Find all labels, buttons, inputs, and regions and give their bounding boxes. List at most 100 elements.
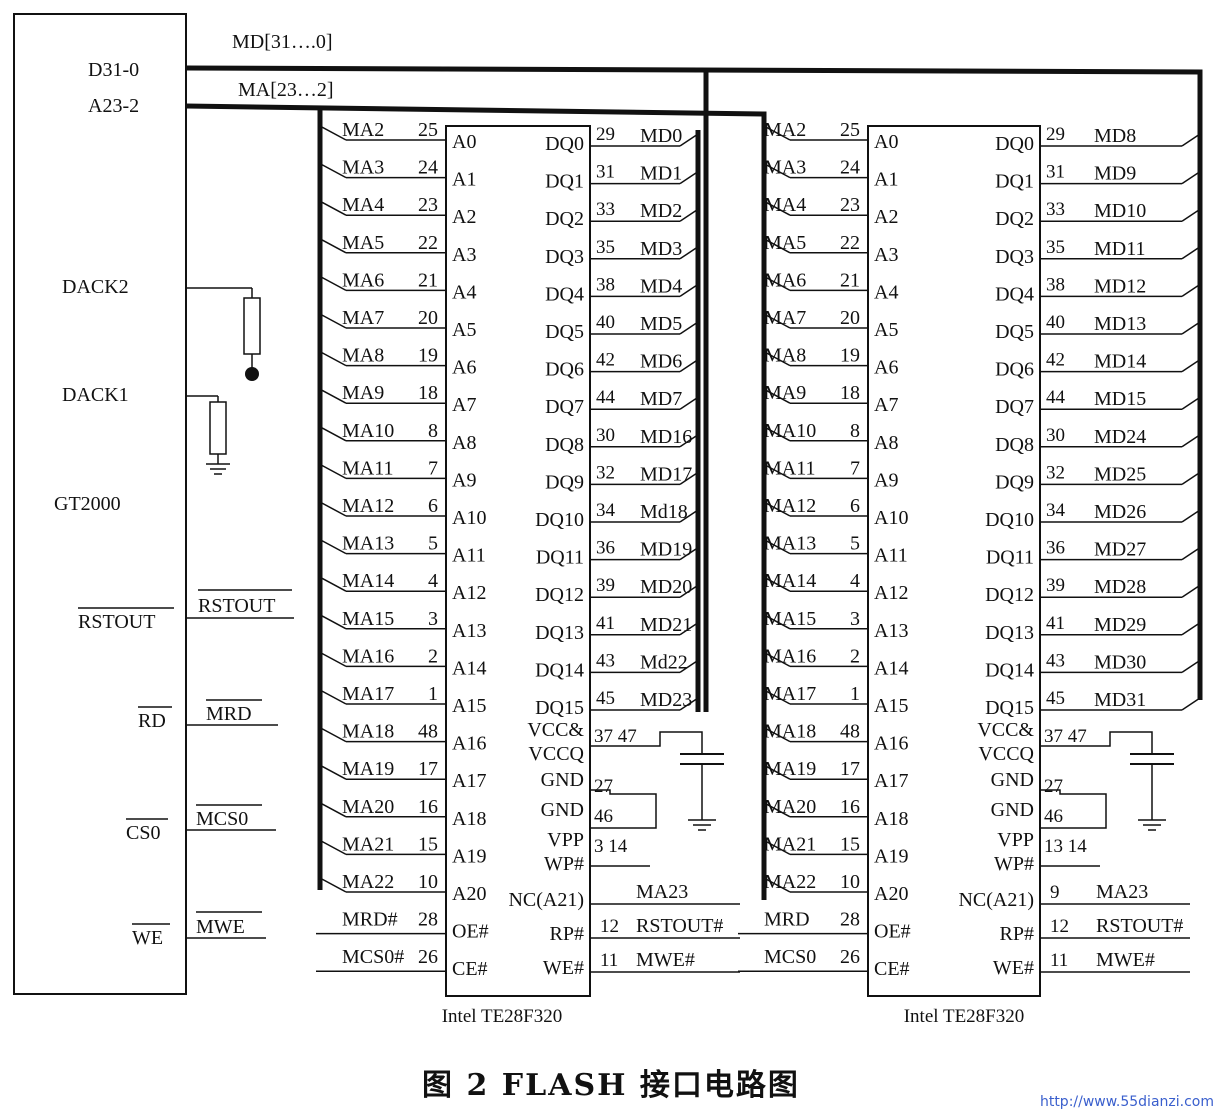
power-pin-number: 46 (1044, 806, 1063, 827)
addr-pin-name: OE# (452, 921, 489, 943)
data-pin-name: DQ0 (545, 133, 584, 155)
power-pin-number: 37 47 (594, 726, 637, 747)
data-net-label: MD30 (1094, 651, 1146, 673)
data-net-label: MD19 (640, 539, 692, 561)
data-pin-number: 33 (1046, 199, 1065, 220)
addr-net-label: MA13 (342, 533, 394, 555)
addr-net-label: MA21 (342, 833, 394, 855)
addr-bus-tap (763, 726, 791, 743)
addr-bus-tap (763, 651, 791, 668)
mcu-a23-2-label: A23-2 (88, 95, 139, 117)
addr-net-label: MA15 (764, 608, 816, 630)
addr-pin-number: 20 (840, 307, 860, 329)
data-pin-number: 34 (596, 500, 616, 521)
data-pin-name: DQ6 (545, 359, 584, 381)
data-net-label: MD17 (640, 463, 692, 485)
addr-net-label: MA2 (764, 119, 806, 141)
addr-pin-name: A5 (452, 319, 476, 341)
addr-bus-tap (763, 313, 791, 329)
data-pin-number: 45 (596, 688, 615, 709)
data-net-label: MD3 (640, 238, 682, 260)
addr-pin-name: A8 (452, 432, 476, 454)
addr-net-label: MA5 (764, 232, 806, 254)
addr-bus-tap (319, 877, 347, 893)
addr-net-label: MA21 (764, 833, 816, 855)
addr-bus-tap (319, 651, 347, 668)
addr-pin-name: A9 (452, 469, 476, 491)
power-pin-number: 46 (594, 806, 613, 827)
data-pin-name: DQ14 (535, 659, 584, 681)
mwe-net-label: MWE (196, 916, 245, 938)
addr-pin-number: 24 (840, 157, 860, 179)
power-pin-number: 37 47 (1044, 726, 1087, 747)
addr-net-label: MA18 (342, 721, 394, 743)
addr-pin-name: A9 (874, 469, 898, 491)
addr-pin-number: 10 (840, 871, 860, 893)
addr-pin-number: 1 (850, 683, 860, 705)
addr-pin-number: 21 (418, 269, 438, 291)
data-net-label: MD13 (1094, 313, 1146, 335)
dack2-terminal-dot (245, 367, 259, 381)
mcu-rd-label: RD (138, 710, 166, 732)
addr-pin-number: 2 (428, 645, 438, 667)
mcu-dack2-label: DACK2 (62, 276, 129, 298)
data-pin-number: 40 (1046, 312, 1065, 333)
addr-bus-tap (763, 350, 791, 367)
watermark-text: http://www.55dianzi.com (1039, 1094, 1214, 1110)
data-net-label: MD27 (1094, 539, 1146, 561)
data-pin-number: 31 (596, 162, 615, 183)
addr-bus-tap (319, 764, 347, 780)
data-bus-label: MD[31….0] (232, 31, 333, 53)
data-net-label: Md18 (640, 501, 688, 523)
addr-pin-number: 4 (428, 570, 438, 592)
data-pin-number: 43 (596, 650, 615, 671)
addr-pin-number: 7 (850, 457, 860, 479)
data-pin-number: 44 (1046, 387, 1066, 408)
addr-bus-tap (319, 576, 347, 592)
addr-net-label: MCS0 (764, 946, 816, 968)
addr-bus-tap (319, 426, 347, 442)
data-net-label: Md22 (640, 651, 688, 673)
power-pin-name: VCCQ (528, 743, 584, 765)
addr-net-label: MA2 (342, 119, 384, 141)
addr-pin-number: 24 (418, 157, 438, 179)
addr-pin-number: 19 (840, 345, 860, 367)
addr-net-label: MA12 (342, 495, 394, 517)
data-net-label: MD29 (1094, 614, 1146, 636)
dack1-resistor (186, 395, 230, 475)
addr-pin-name: OE# (874, 921, 911, 943)
data-net-label: MD31 (1094, 689, 1146, 711)
addr-net-label: MA14 (764, 570, 816, 592)
addr-pin-number: 16 (418, 796, 438, 818)
addr-pin-number: 15 (840, 833, 860, 855)
data-bus-tap (679, 471, 699, 486)
addr-pin-name: A6 (874, 357, 898, 379)
addr-net-label: MA3 (764, 157, 806, 179)
data-bus-tap (1181, 622, 1201, 636)
addr-bus-tap (763, 802, 791, 818)
addr-pin-name: A7 (874, 394, 898, 416)
data-net-label: MD9 (1094, 163, 1136, 185)
data-bus-tap (679, 509, 699, 523)
data-pin-name: DQ1 (545, 171, 584, 193)
addr-bus-label: MA[23…2] (238, 79, 334, 101)
addr-pin-name: A0 (452, 131, 476, 153)
data-pin-number: 38 (1046, 274, 1065, 295)
addr-bus-tap (319, 238, 347, 254)
addr-net-label: MA8 (764, 345, 806, 367)
addr-pin-number: 20 (418, 307, 438, 329)
data-net-label: MD28 (1094, 576, 1146, 598)
mcu-rstout-label: RSTOUT (78, 611, 155, 633)
data-pin-number: 35 (596, 237, 615, 258)
data-net-label: MD8 (1094, 125, 1136, 147)
chip-part-label: Intel TE28F320 (904, 1006, 1025, 1027)
power-pin-name: WP# (994, 853, 1034, 875)
power-pin-number: 27 (594, 776, 613, 797)
data-net-label: MD0 (640, 125, 682, 147)
data-bus-tap (679, 170, 699, 185)
addr-pin-name: A7 (452, 394, 476, 416)
figure-caption: 图 2 FLASH 接口电路图 (422, 1068, 800, 1103)
addr-pin-name: A5 (874, 319, 898, 341)
addr-pin-number: 7 (428, 457, 438, 479)
data-net-label: MD25 (1094, 463, 1146, 485)
